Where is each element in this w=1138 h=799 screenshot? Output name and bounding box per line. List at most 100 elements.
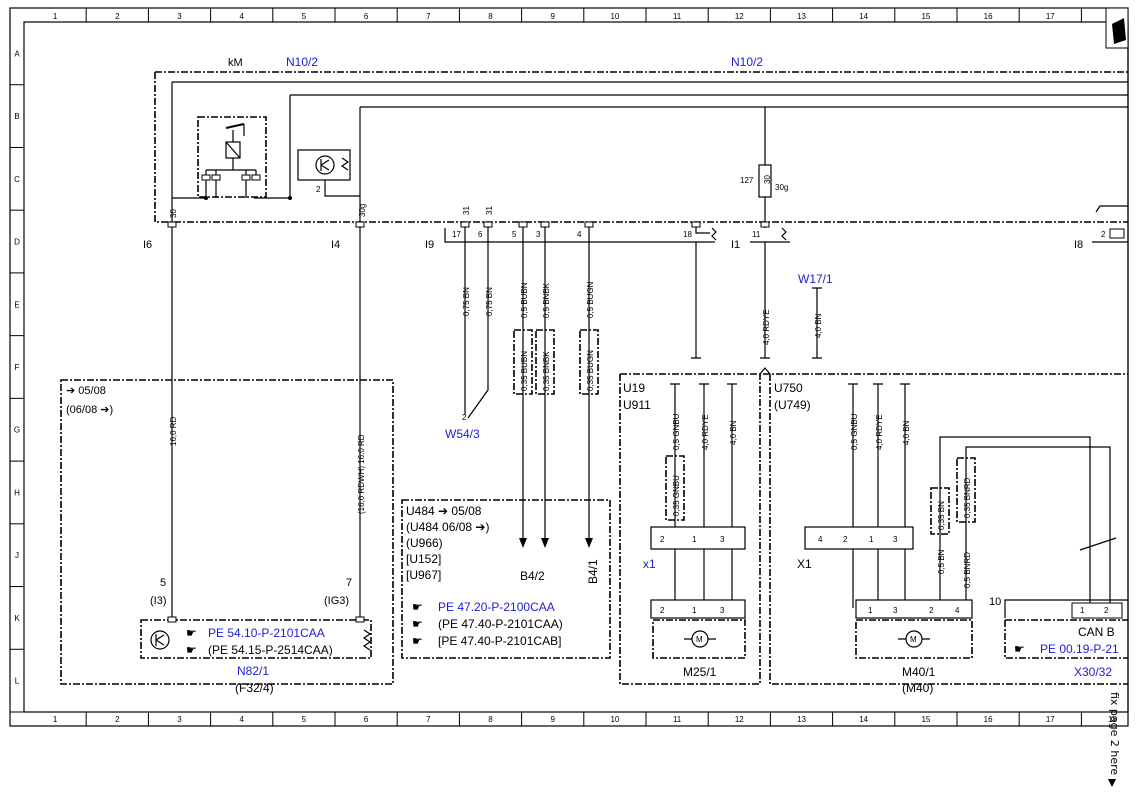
grid-row-label: J (15, 551, 19, 560)
m40-k-pin-1: 1 (868, 606, 873, 615)
w54-3-pin: 2 (462, 413, 467, 422)
grid-column-label: 11 (673, 12, 682, 21)
grid-column-label: 1 (53, 715, 58, 724)
grid-column-label: 1 (53, 12, 58, 21)
m40-pin-10: 10 (989, 596, 1001, 608)
w54-3-label: W54/3 (445, 427, 480, 441)
i9-wires: 2 W54/3 0,75 BN 0,75 BN 0,5 BUBN 0,5 BNB… (445, 227, 701, 584)
wire-bn-feed: 4,0 BN (814, 313, 823, 338)
can-b-label: CAN B (1078, 625, 1115, 639)
wire-m40-a: 0,5 GNBU (850, 413, 859, 450)
m40-1-label: M40/1 (902, 665, 936, 679)
wire-w4: 0,5 BNBK (542, 282, 551, 318)
i9-pin-18: 18 (683, 230, 692, 239)
wire-m40-c: 4,0 BN (902, 420, 911, 445)
n82-ref2[interactable]: (PE 54.15-P-2514CAA) (208, 643, 333, 657)
conn-i9: I9 (425, 239, 434, 251)
m40-x1-pin-1: 1 (869, 535, 874, 544)
wire-rdye: 4,0 RDYE (762, 309, 771, 345)
grid-column-label: 5 (302, 12, 307, 21)
x30-ref-icon: ☛ (1014, 642, 1025, 656)
m40-alt-label: (M40) (902, 681, 933, 695)
grid-column-label: 16 (984, 715, 993, 724)
wire-w1: 0,75 BN (462, 287, 471, 316)
margin-note-text: fix page 2 here (1108, 692, 1121, 775)
wire-m40-b: 4,0 RDYE (875, 414, 884, 450)
grid-column-label: 6 (364, 715, 369, 724)
wire-m40-d: 0,35 BN (937, 501, 946, 530)
u966: (U966) (406, 536, 443, 550)
grid-column-label: 2 (115, 715, 120, 724)
u484-ref3[interactable]: [PE 47.40-P-2101CAB] (438, 634, 561, 648)
u750-label: U750 (774, 381, 803, 395)
wire-m25-b: 4,0 RDYE (701, 414, 710, 450)
m25-1-module: U19 U911 0,5 GNBU 4,0 RDYE 4,0 BN 0,35 G… (619, 367, 1128, 685)
wire-w5: 0,5 BUGN (586, 281, 595, 318)
u967: [U967] (406, 568, 441, 582)
fuse-label: 30 (763, 175, 772, 184)
wire-n82-right: (16,0 RDWH) 16,0 RD (357, 434, 366, 514)
power-feed: 4,0 RDYE W17/1 4,0 BN (760, 242, 833, 359)
x30-pin-1: 1 (1080, 606, 1085, 615)
i9-pin-17: 17 (452, 230, 461, 239)
n82-ref1[interactable]: PE 54.10-P-2101CAA (208, 626, 325, 640)
x30-ref[interactable]: PE 00.19-P-21 (1040, 642, 1119, 656)
grid-column-label: 13 (797, 715, 806, 724)
pin-31a: 31 (462, 206, 471, 215)
m25-x1-pin-3: 3 (720, 535, 725, 544)
wire-w3b: 0,35 BUBN (520, 351, 529, 391)
km-label: kM (228, 57, 243, 69)
n82-ref1-icon: ☛ (186, 626, 197, 640)
grid-column-label: 11 (673, 715, 682, 724)
m40-x1-pin-3: 3 (893, 535, 898, 544)
grid-row-label: C (14, 175, 20, 184)
u484-ref1-icon: ☛ (412, 600, 423, 614)
grid-row-label: H (14, 488, 20, 497)
grid-column-label: 10 (610, 715, 619, 724)
m40-x1-pin-2: 2 (843, 535, 848, 544)
w17-1-label: W17/1 (798, 272, 833, 286)
u152: [U152] (406, 552, 441, 566)
u484-ref1[interactable]: PE 47.20-P-2100CAA (438, 600, 555, 614)
m40-x1-label: X1 (797, 557, 812, 571)
m40-x1-pin-4: 4 (818, 535, 823, 544)
n82-1-label: N82/1 (237, 664, 269, 678)
wire-m40-g: 0,5 BNRD (963, 552, 972, 588)
i9-pin-4: 4 (577, 230, 582, 239)
n10-2-connectors: 30 30g I6 I4 I9 31 31 17 6 5 3 4 18 I1 1… (143, 204, 1128, 251)
u911-label: U911 (623, 398, 651, 412)
u484-ref2-icon: ☛ (412, 617, 423, 631)
grid-column-label: 15 (921, 715, 930, 724)
grid-row-label: E (14, 300, 19, 309)
m25-k-pin-2: 2 (660, 606, 665, 615)
m40-k-pin-2: 2 (929, 606, 934, 615)
grid-column-label: 4 (239, 12, 244, 21)
grid-column-label: 10 (610, 12, 619, 21)
grid-column-label: 7 (426, 12, 431, 21)
conn-i1: I1 (731, 239, 740, 251)
i9-pin-3: 3 (536, 230, 541, 239)
grid-column-label: 4 (239, 715, 244, 724)
u484-ref3-icon: ☛ (412, 634, 423, 648)
grid-column-label: 8 (488, 12, 493, 21)
grid-column-label: 5 (302, 715, 307, 724)
wire-w5b: 0,35 BUGN (586, 350, 595, 391)
wire-w4b: 0,35 BNBK (542, 351, 551, 391)
grid-row-label: D (14, 238, 20, 247)
grid-column-label: 13 (797, 12, 806, 21)
grid-row-label: F (15, 363, 20, 372)
u484-ref2[interactable]: (PE 47.40-P-2101CAA) (438, 617, 563, 631)
grid-column-label: 3 (177, 12, 182, 21)
fuse-right-label: 30g (775, 183, 788, 192)
wire-m25-a: 0,5 GNBU (672, 413, 681, 450)
grid-column-label: 9 (550, 12, 555, 21)
pin-30: 30 (169, 209, 178, 218)
wire-m40-f: 0,5 BN (937, 549, 946, 574)
n82-ref2-icon: ☛ (186, 643, 197, 657)
wire-w2: 0,75 BN (485, 287, 494, 316)
grid-row-label: A (14, 49, 20, 58)
grid-column-label: 9 (550, 715, 555, 724)
grid-column-label: 17 (1046, 12, 1055, 21)
n82-1-module: ➔ 05/08 (06/08 ➔) 16,0 RD (16,0 RDWH) 16… (60, 227, 394, 695)
